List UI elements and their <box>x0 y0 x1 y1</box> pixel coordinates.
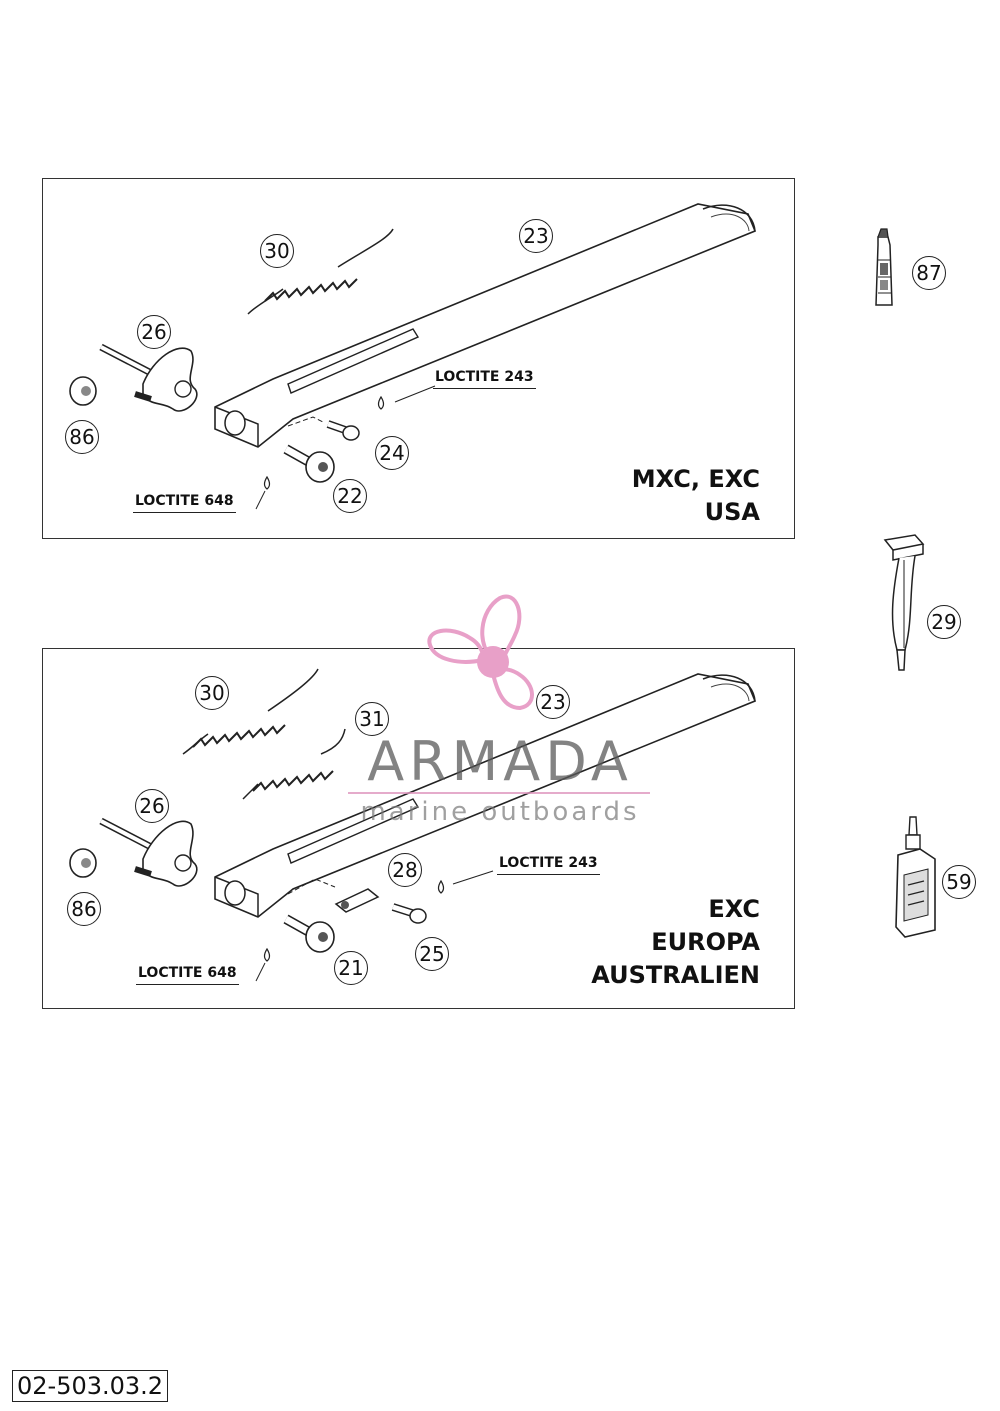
region-label: EXC EUROPA AUSTRALIEN <box>591 893 760 992</box>
propeller-logo <box>427 594 534 711</box>
callout-26: 26 <box>137 315 171 349</box>
region-label: MXC, EXC USA <box>632 463 760 529</box>
loctite-648-note: LOCTITE 648 <box>136 965 239 985</box>
watermark-divider <box>348 792 650 794</box>
loctite-bottle-drawing <box>875 228 893 306</box>
region-line-2: USA <box>704 498 760 526</box>
region-line-1: MXC, EXC <box>631 465 760 493</box>
panel-exc-europa-australien: 30 31 23 26 86 28 25 21 LOCTITE 243 LOCT… <box>42 648 795 1009</box>
side-stand-drawing <box>69 668 757 982</box>
loctite-243-note: LOCTITE 243 <box>433 369 536 389</box>
callout-30: 30 <box>260 234 294 268</box>
callout-23: 23 <box>519 219 553 253</box>
region-line-2: EUROPA <box>651 928 760 956</box>
watermark-subtitle: marine outboards <box>360 797 640 827</box>
callout-59: 59 <box>942 865 976 899</box>
side-stand-drawing <box>69 203 757 510</box>
panel-mxc-exc-usa: 30 23 26 86 24 22 LOCTITE 243 LOCTITE 64… <box>42 178 795 539</box>
callout-86: 86 <box>65 420 99 454</box>
loctite-243-note: LOCTITE 243 <box>497 855 600 875</box>
sealant-bottle-drawing <box>895 816 936 938</box>
region-line-3: AUSTRALIEN <box>591 961 760 989</box>
callout-28: 28 <box>388 853 422 887</box>
loctite-648-note: LOCTITE 648 <box>133 493 236 513</box>
watermark-title: ARMADA <box>367 730 633 793</box>
callout-26: 26 <box>135 789 169 823</box>
tool-drawing <box>883 534 925 671</box>
callout-21: 21 <box>334 951 368 985</box>
callout-29: 29 <box>927 605 961 639</box>
callout-87: 87 <box>912 256 946 290</box>
callout-31: 31 <box>355 702 389 736</box>
callout-22: 22 <box>333 479 367 513</box>
region-line-1: EXC <box>708 895 760 923</box>
callout-23: 23 <box>536 685 570 719</box>
document-code: 02-503.03.2 <box>12 1370 169 1402</box>
callout-86: 86 <box>67 892 101 926</box>
callout-24: 24 <box>375 436 409 470</box>
callout-25: 25 <box>415 937 449 971</box>
callout-30: 30 <box>195 676 229 710</box>
